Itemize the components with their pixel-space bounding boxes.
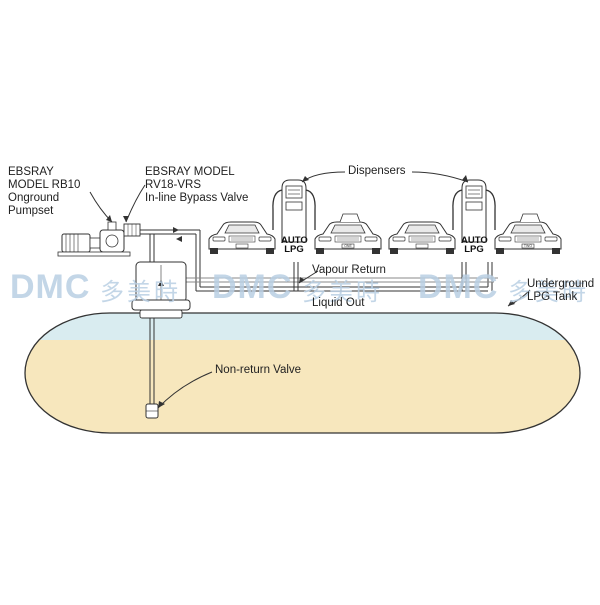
dispensers-label: Dispensers — [348, 165, 406, 177]
taxi-sign — [339, 213, 361, 223]
leader-arrowheads — [106, 175, 515, 408]
dispenser-1 — [272, 179, 316, 243]
bypass-valve — [123, 223, 141, 237]
watermark-logo-cn: 多美時 — [100, 278, 181, 306]
underground-tank-label: Underground LPG Tank — [527, 278, 595, 303]
tank-vapour-space — [25, 313, 580, 340]
watermark-logo-cn: 多美時 — [508, 278, 589, 306]
pumpset-label: EBSRAY MODEL RB10 Onground Pumpset — [8, 166, 81, 217]
watermark-logo-cn: 多美時 — [302, 278, 383, 306]
flow-arrow — [173, 227, 179, 233]
car-plate: ONE — [344, 244, 352, 248]
car-4 — [494, 221, 562, 255]
taxi-sign — [519, 213, 541, 223]
watermark-logo: DMC — [212, 268, 293, 306]
dip-pipe — [145, 318, 159, 419]
flow-arrow — [176, 236, 182, 242]
pumpset — [57, 221, 131, 257]
non-return-valve-label: Non-return Valve — [215, 364, 302, 376]
vapour-return-label: Vapour Return — [312, 264, 386, 276]
watermark-logo: DMC — [418, 268, 499, 306]
bypass-valve-label: EBSRAY MODEL RV18-VRS In-line Bypass Val… — [145, 166, 249, 204]
car-plate: TWO — [524, 244, 532, 248]
lpg-tank — [24, 312, 581, 434]
pipework — [140, 229, 498, 315]
dispenser-2-label: AUTO LPG — [461, 235, 488, 255]
watermark-logo: DMC — [10, 268, 91, 306]
dispenser-1-label: AUTO LPG — [281, 235, 308, 255]
car-3 — [388, 221, 456, 255]
car-2 — [314, 221, 382, 255]
car-1 — [208, 221, 276, 255]
strainer-vessel — [131, 261, 191, 319]
liquid-out-label: Liquid Out — [312, 297, 365, 309]
dispenser-2 — [452, 179, 496, 243]
